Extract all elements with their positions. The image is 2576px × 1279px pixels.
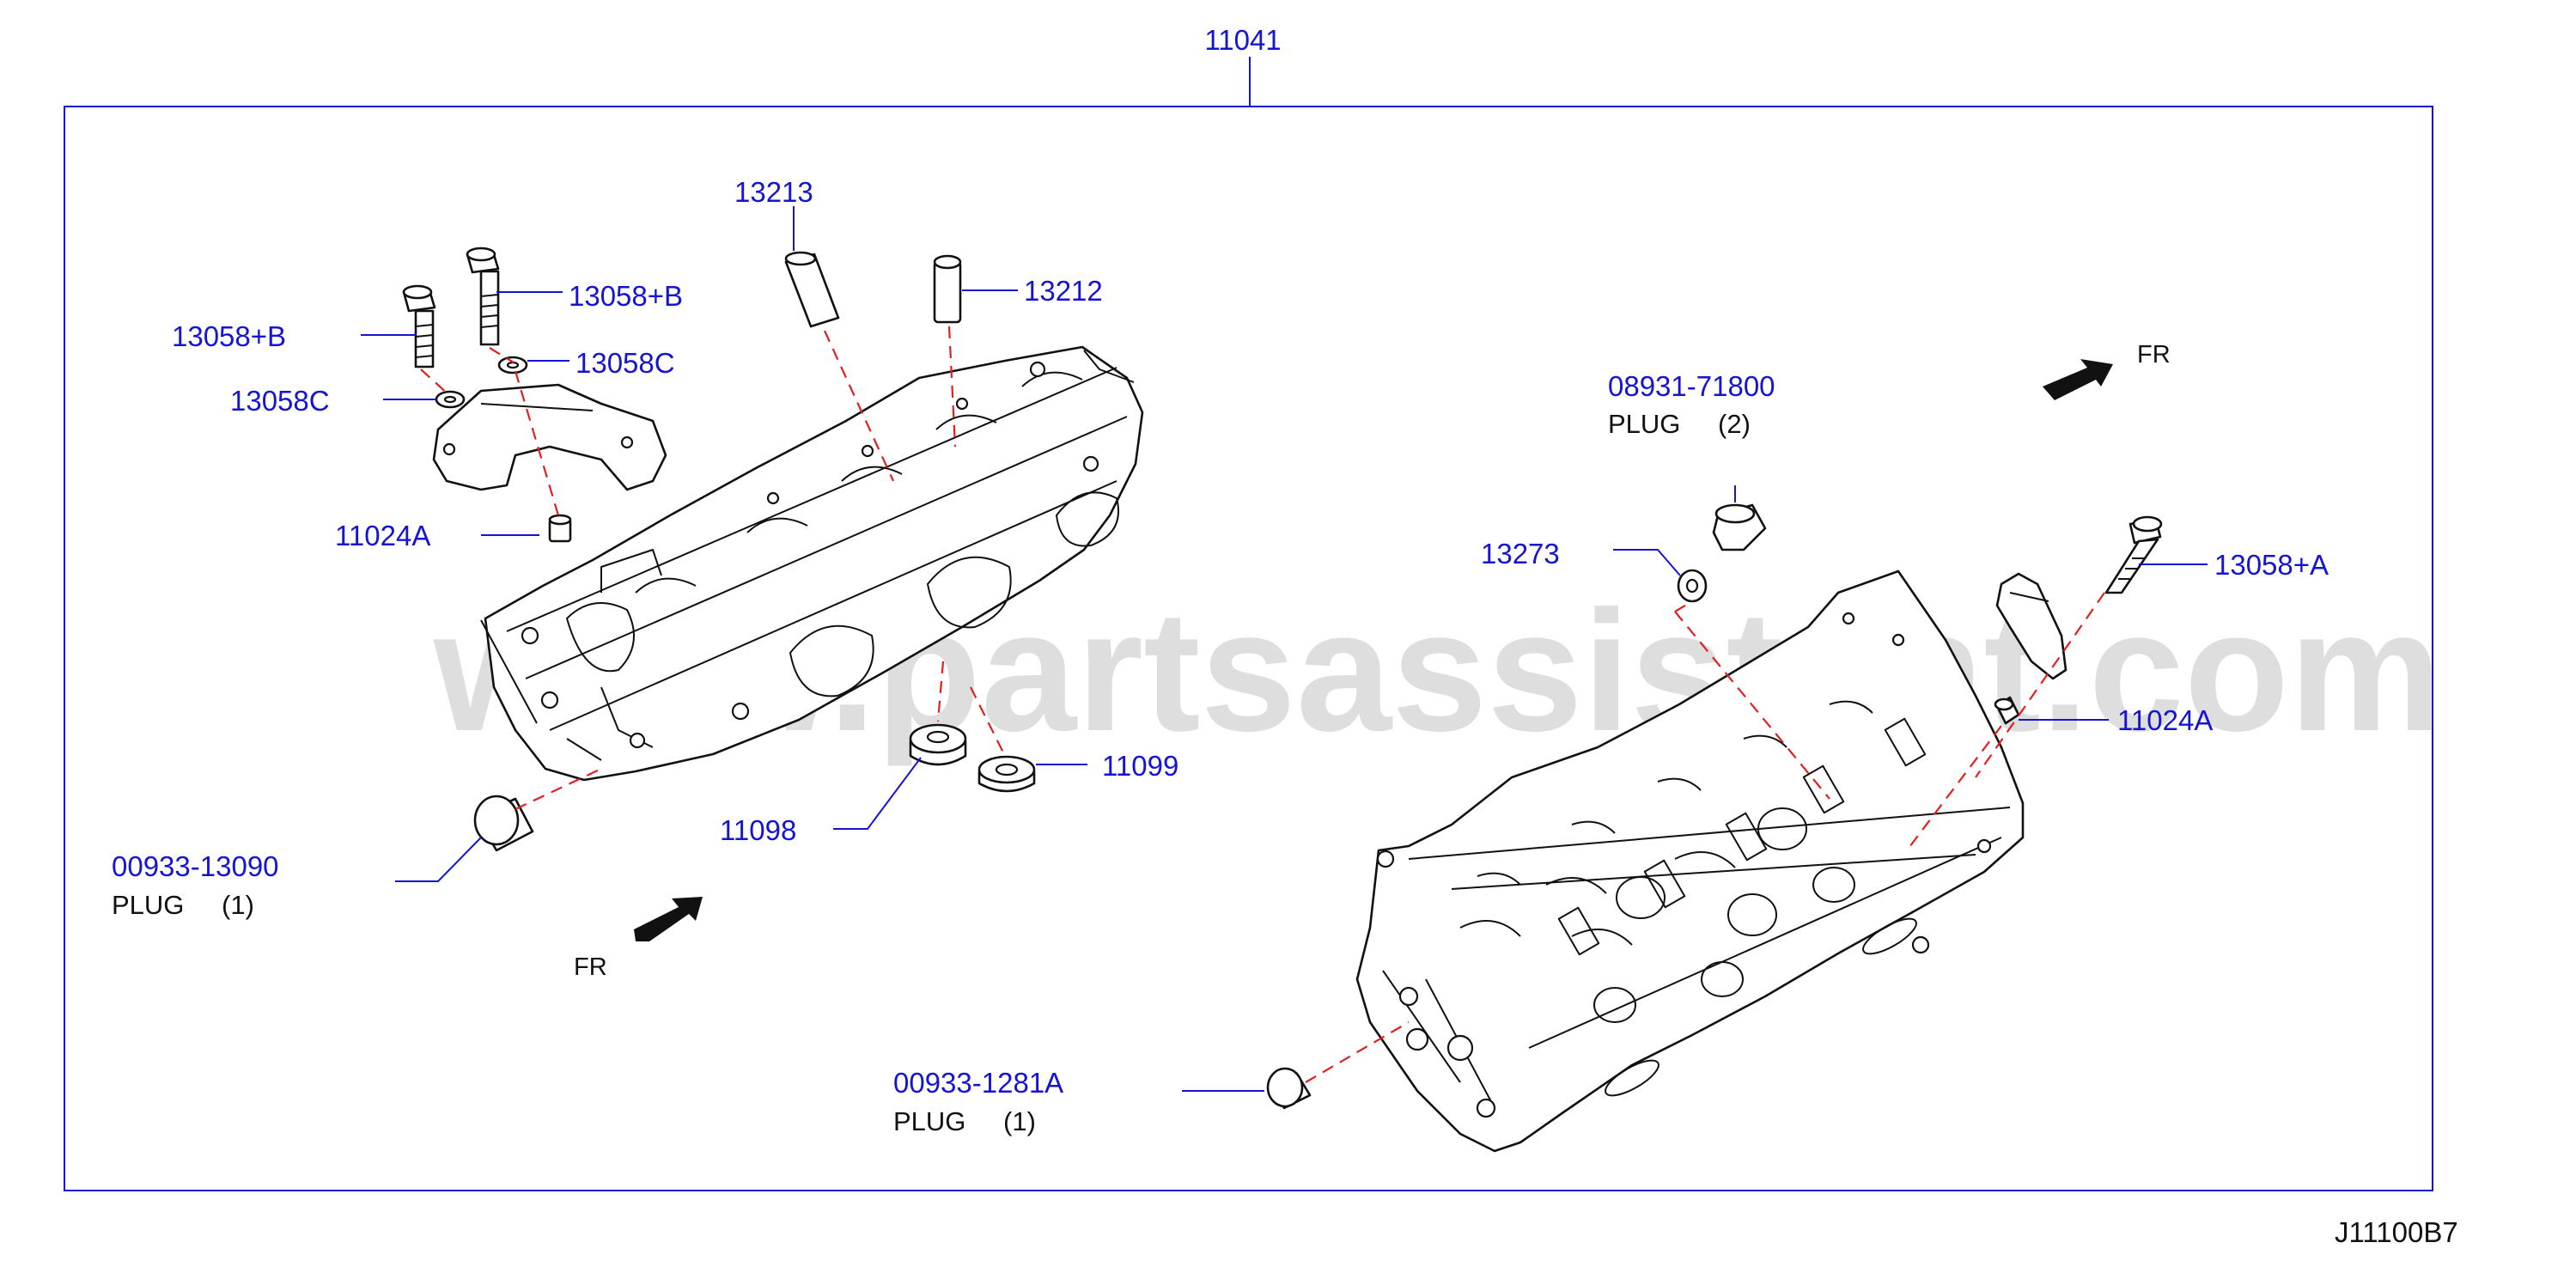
seal-11098[interactable] [909,723,967,766]
centerline [1674,611,1830,800]
right-cylinder-head[interactable] [1355,569,2025,1153]
pin-13212[interactable] [933,254,962,324]
callout-13058c-left[interactable]: 13058C [230,385,330,417]
fr-arrow-left-icon [634,897,703,941]
callout-13058c-right[interactable]: 13058C [575,347,675,379]
callout-13058a[interactable]: 13058+A [2214,549,2329,581]
washer-13273[interactable] [1677,569,1708,603]
plug-bottom-qty: (1) [1003,1106,1036,1136]
plug-top-desc: PLUG [1608,409,1680,439]
plug-08931-71800[interactable] [1712,503,1767,551]
bolt-13058a[interactable] [2104,515,2163,594]
bolt-13058b-left[interactable] [402,284,436,368]
centerline [970,686,1006,757]
callout-plug-top[interactable]: 08931-71800 [1608,370,1775,402]
centerline [936,661,945,722]
washer-hole [506,361,520,369]
pin-13213[interactable] [784,251,840,328]
callout-11024a-left[interactable]: 11024A [335,520,430,551]
centerline [823,330,895,482]
callout-13058b-right[interactable]: 13058+B [569,280,683,312]
centerline [1906,725,2002,851]
washer-hole [443,395,457,404]
callout-13213[interactable]: 13213 [734,176,813,208]
fr-left-label: FR [574,953,607,981]
callout-plug-bottom[interactable]: 00933-1281A [893,1067,1063,1099]
centerline [489,347,515,363]
plug-left-desc: PLUG [112,890,184,920]
leader [1613,549,1681,576]
plug-top-qty: (2) [1718,409,1751,439]
plug-bottom-desc: PLUG [893,1106,965,1136]
callout-13273[interactable]: 13273 [1481,538,1560,569]
left-cylinder-head[interactable] [480,345,1144,782]
cam-bracket-left[interactable] [432,383,667,491]
callout-11098[interactable]: 11098 [720,814,796,846]
diagram-code: J11100B7 [2335,1216,2458,1248]
centerline [1305,1021,1410,1083]
plug-left-qty: (1) [222,890,254,920]
centerline [515,768,602,810]
assembly-frame [64,106,2433,1191]
callout-13212[interactable]: 13212 [1024,275,1103,307]
cam-bracket-right[interactable] [1995,572,2067,680]
fr-right-label: FR [2137,341,2171,368]
centerline [514,370,560,516]
bolt-13058b-right[interactable] [466,247,500,346]
leader [833,757,922,830]
callout-13058b-left[interactable]: 13058+B [172,320,286,352]
callout-11099[interactable]: 11099 [1102,750,1178,782]
callout-plug-left[interactable]: 00933-13090 [112,850,279,882]
centerline [1975,592,2105,778]
dowel-11024a-left[interactable] [548,514,572,543]
leader [395,837,482,882]
seal-11099[interactable] [977,755,1036,793]
plug-00933-1281a[interactable] [1266,1067,1312,1110]
centerline [947,326,957,448]
centerline [420,368,450,396]
plug-00933-13090[interactable] [473,795,534,852]
centerline [1674,600,1693,612]
fr-arrow-right-icon [2043,359,2113,400]
callout-11024a-right[interactable]: 11024A [2117,704,2213,736]
assembly-number[interactable]: 11041 [1204,24,1281,56]
